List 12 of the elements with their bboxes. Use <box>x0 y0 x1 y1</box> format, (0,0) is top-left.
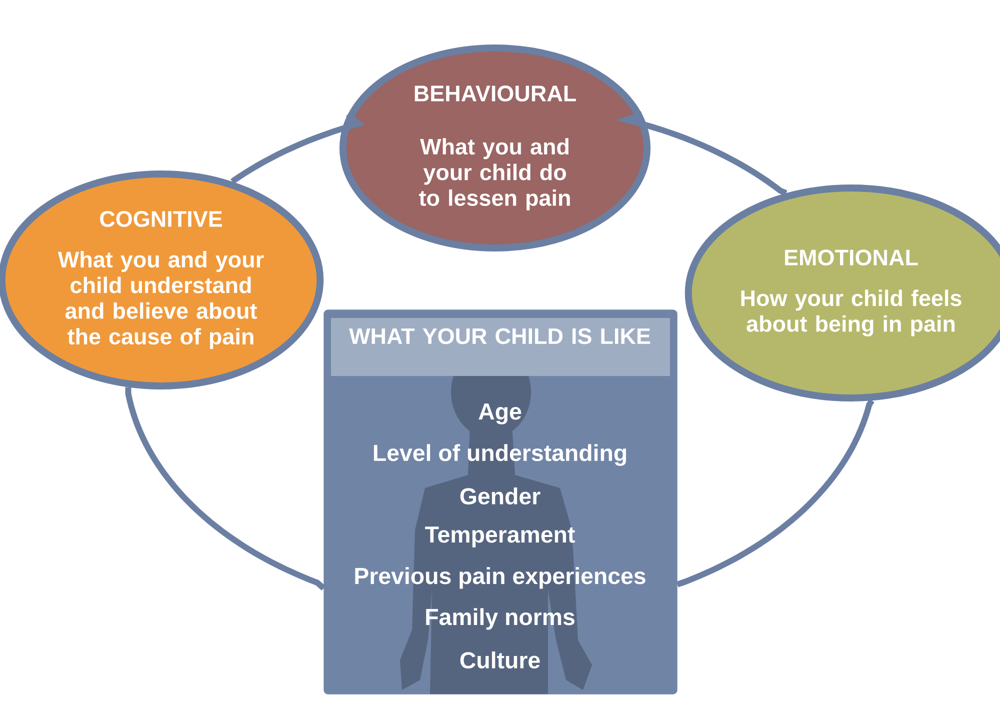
ring-connector <box>616 111 788 196</box>
list-item: Gender <box>460 487 540 504</box>
ring-connector <box>125 387 326 590</box>
list-item: Previous pain experiences <box>355 567 646 589</box>
ring-connector <box>230 112 365 184</box>
list-item: Level of understanding <box>374 444 626 466</box>
header-band: WHAT YOUR CHILD IS LIKE <box>331 318 670 376</box>
list-item: Family norms <box>426 608 574 630</box>
list-item: Age <box>478 404 522 424</box>
list-item: Culture <box>460 651 540 668</box>
list-item: Temperament <box>425 526 575 548</box>
ring-connector <box>676 398 874 588</box>
